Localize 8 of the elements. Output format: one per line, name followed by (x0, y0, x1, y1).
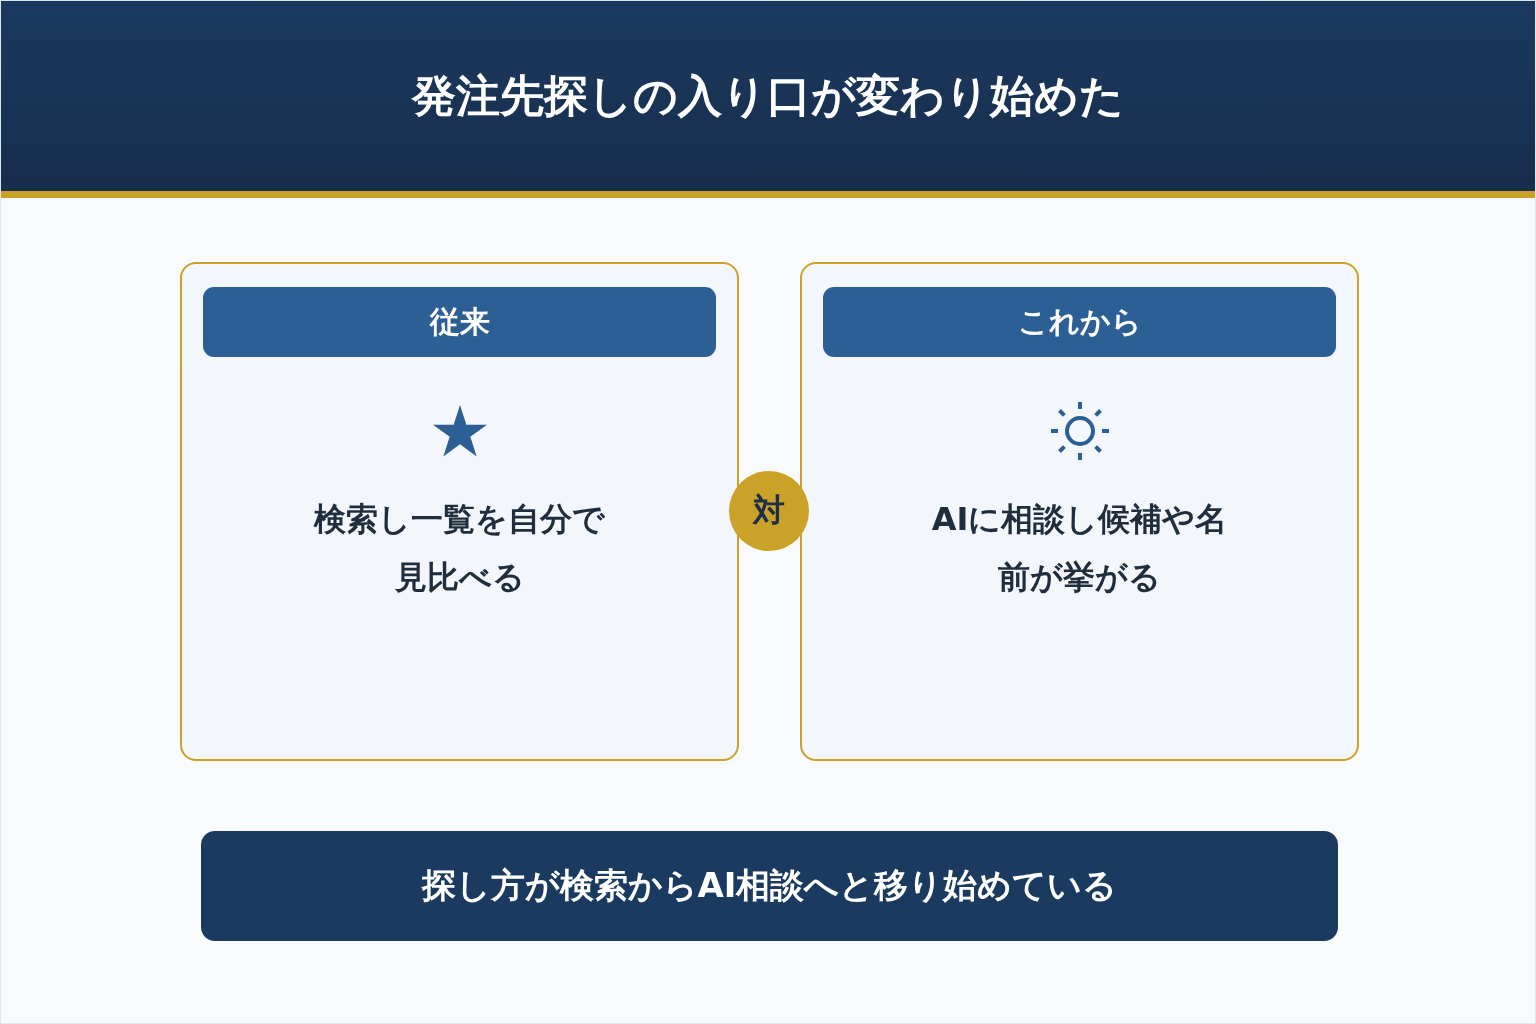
title-banner: 発注先探しの入り口が変わり始めた (1, 1, 1535, 198)
summary-banner: 探し方が検索からAI相談へと移り始めている (201, 831, 1338, 941)
card-header: これから (823, 287, 1336, 357)
card-text: 検索し一覧を自分で見比べる (312, 499, 606, 598)
card-text: AIに相談し候補や名前が挙がる (930, 499, 1229, 598)
card-header: 従来 (203, 287, 716, 357)
comparison-card (180, 262, 739, 761)
comparison-card (800, 262, 1359, 761)
